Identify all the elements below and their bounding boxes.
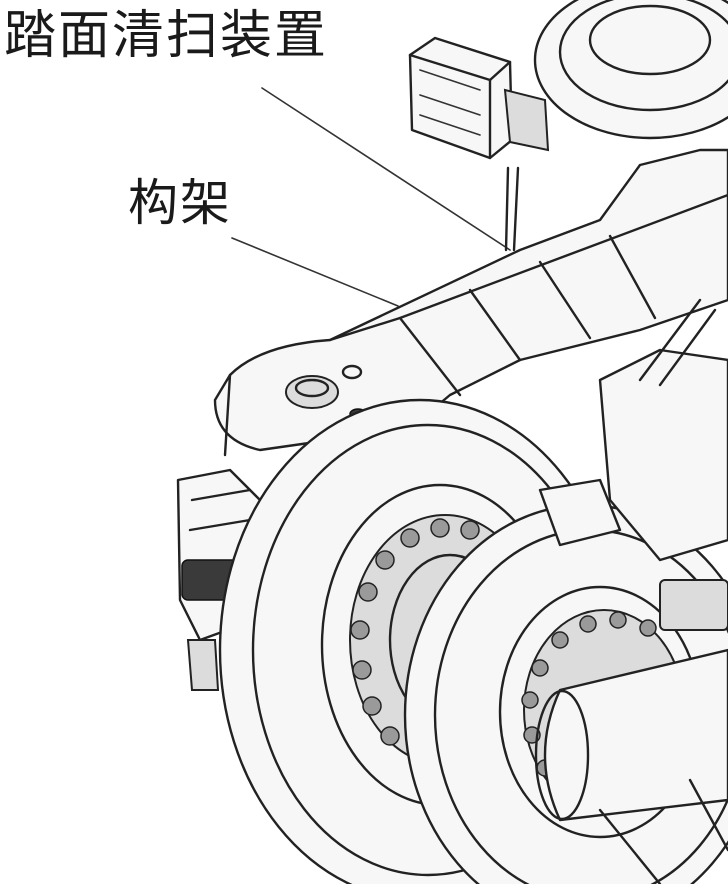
label-tread-cleaning-device: 踏面清扫装置: [4, 6, 329, 66]
leader-line-tread-cleaner: [261, 87, 511, 251]
front-wheel-bolts: [350, 518, 508, 746]
tread-cleaning-device: [408, 36, 550, 252]
traction-components: [538, 298, 728, 631]
upper-wheel: [533, 0, 728, 140]
label-bogie-frame: 构架: [128, 174, 232, 232]
leader-line-bogie-frame: [231, 237, 399, 307]
axle: [534, 648, 728, 884]
